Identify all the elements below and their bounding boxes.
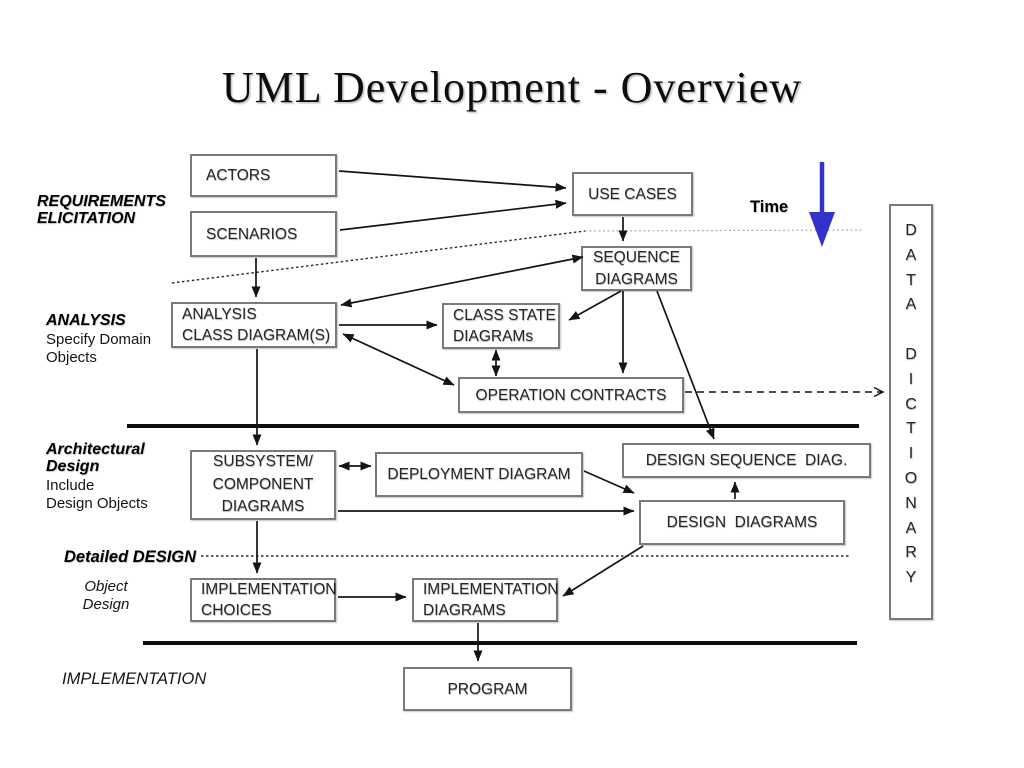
node-operation-contracts: OPERATION CONTRACTS [458, 377, 684, 413]
connector-sequence-diagrams-analysis-class-bidirectional [340, 254, 584, 308]
node-deployment-diagram: DEPLOYMENT DIAGRAM [375, 452, 583, 497]
connector-sequence-diagrams-to-class-state [568, 290, 622, 321]
node-sequence-diagrams: SEQUENCE DIAGRAMS [581, 246, 692, 291]
time-label: Time [750, 198, 789, 216]
slide-title: UML Development - Overview [221, 63, 803, 112]
connector-analysis-class-operation-contracts-bidirectional [342, 333, 455, 386]
phase-implementation-label: IMPLEMENTATION [62, 670, 207, 688]
phase-architectural-design-label: Architectural Design [46, 441, 145, 475]
connector-actors-to-use-cases [338, 170, 567, 192]
time-arrow-head-icon [809, 212, 835, 247]
phase-detailed-design-label: Detailed DESIGN [64, 548, 197, 566]
phase-requirements-elicitation-label: REQUIREMENTS ELICITATION [37, 193, 166, 227]
connector-design-diagrams-to-implementation-diagrams [562, 545, 644, 597]
node-use-cases: USE CASES [572, 172, 693, 216]
node-analysis-class-diagrams: ANALYSIS CLASS DIAGRAM(S) [171, 302, 337, 348]
node-program: PROGRAM [403, 667, 572, 711]
phase-analysis-label: ANALYSIS [46, 312, 126, 329]
separator-requirements-analysis-dotted-right [584, 229, 863, 232]
node-subsystem-component-diagrams: SUBSYSTEM/ COMPONENT DIAGRAMS [190, 450, 336, 520]
node-class-state-diagrams: CLASS STATE DIAGRAMs [442, 303, 560, 349]
node-scenarios: SCENARIOS [190, 211, 337, 257]
node-design-diagrams: DESIGN DIAGRAMS [639, 500, 845, 545]
node-design-sequence-diag: DESIGN SEQUENCE DIAG. [622, 443, 871, 478]
connector-sequence-diagrams-to-design-sequence [656, 290, 715, 440]
node-actors: ACTORS [190, 154, 337, 197]
node-data-dictionary: D A T A D I C T I O N A R Y [889, 204, 933, 620]
time-arrow [809, 162, 835, 247]
node-implementation-diagrams: IMPLEMENTATION DIAGRAMS [412, 578, 559, 622]
phase-analysis-note: Specify Domain Objects [46, 331, 152, 366]
connector-scenarios-to-use-cases [339, 199, 567, 231]
node-implementation-choices: IMPLEMENTATION CHOICES [190, 578, 337, 622]
phase-object-design-note: Object Design [82, 578, 130, 613]
phase-architectural-design-note: Include Design Objects [46, 477, 148, 512]
